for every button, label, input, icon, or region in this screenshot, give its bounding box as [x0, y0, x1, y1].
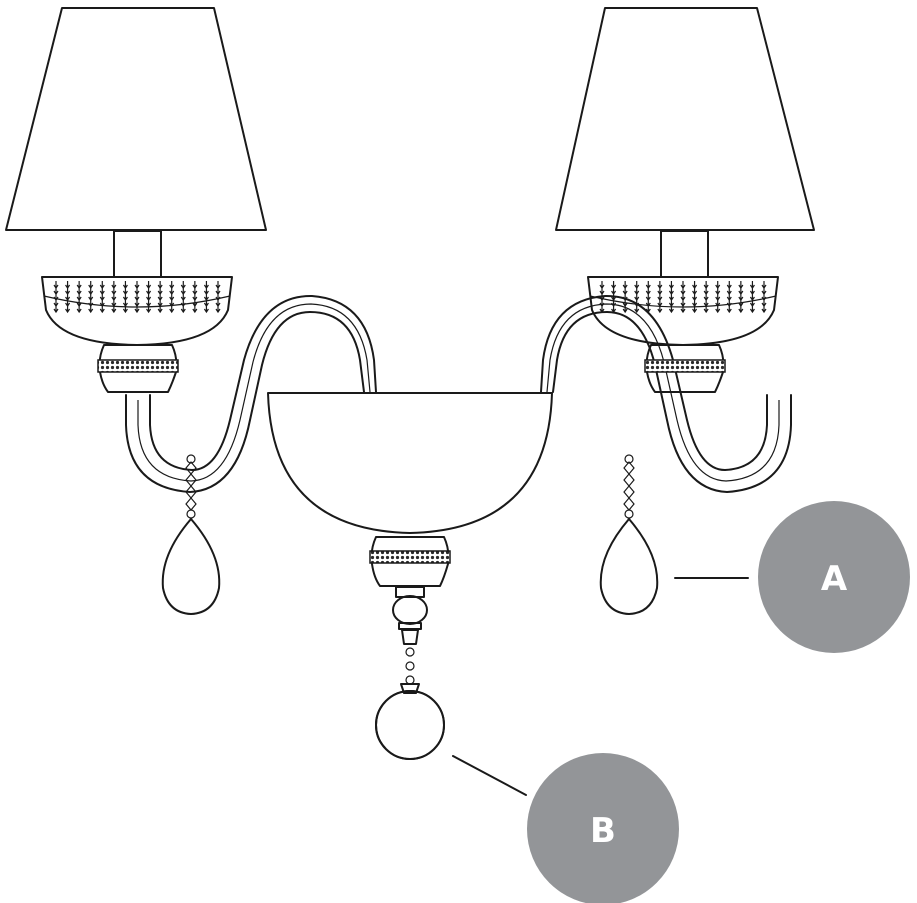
callout-b: B [452, 753, 679, 903]
right-candle-sleeve [660, 230, 709, 278]
left-teardrop-crystal [161, 518, 221, 615]
left-bead-chain [185, 454, 197, 519]
left-lamp-shade [5, 7, 267, 231]
callout-b-label: B [590, 811, 616, 851]
faceted-ball-crystal [375, 683, 445, 760]
central-bowl [267, 392, 553, 534]
callout-a-circle [758, 501, 910, 653]
right-teardrop-crystal [599, 518, 659, 615]
callout-b-circle [527, 753, 679, 903]
right-bead-chain [623, 454, 635, 519]
right-collar [644, 344, 726, 393]
callout-a-label: A [821, 559, 848, 599]
right-lamp-shade [555, 7, 815, 231]
left-bobeche [41, 276, 233, 346]
callout-a: A [674, 501, 910, 653]
left-arm [125, 294, 377, 493]
left-collar [97, 344, 179, 393]
central-finial [392, 586, 428, 685]
right-arm [540, 294, 792, 493]
right-bobeche [587, 276, 779, 346]
central-collar [369, 536, 451, 587]
left-candle-sleeve [113, 230, 162, 278]
